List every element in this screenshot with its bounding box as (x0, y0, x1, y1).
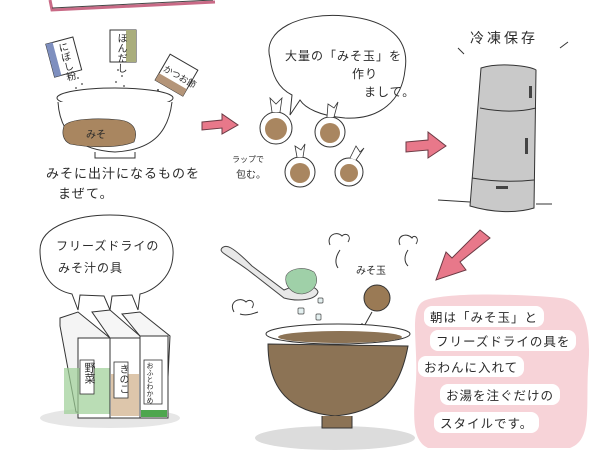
step4-bubble-line1: フリーズドライの (56, 239, 160, 253)
note-line-2: フリーズドライの具を (430, 330, 577, 351)
wrap-note-line1: ラップで (232, 155, 264, 164)
speech-bubble-freeze-dried (39, 214, 174, 312)
arrow-down-left-icon (435, 229, 491, 281)
soup-bowl-icon (255, 323, 415, 450)
misoball-label: みそ玉 (356, 266, 386, 277)
vegetable-box-icon (59, 311, 111, 419)
note-line-1: 朝は「みそ玉」と (424, 306, 545, 327)
wrapped-misoballs (259, 96, 365, 188)
wrapped-misoball-icon (259, 96, 293, 145)
freezer-icon (437, 64, 552, 213)
top-frame (48, 0, 216, 12)
katsuobushi-packet-icon (154, 53, 199, 97)
note-line-4: お湯を注ぐだけの (440, 384, 561, 405)
mushroom-box-icon (91, 309, 141, 419)
spoon-icon (220, 245, 319, 301)
misoball-icon (361, 284, 391, 331)
miso-label: みそ (86, 130, 106, 141)
speech-bubble-misoball (268, 14, 407, 119)
steam-icon (232, 233, 418, 316)
step4-bubble-line2: みそ汁の具 (58, 261, 124, 275)
note-line-3: おわんに入れて (418, 356, 525, 377)
mixing-bowl-icon (56, 87, 174, 159)
wrapped-misoball-icon (334, 145, 365, 187)
step2-bubble-line2: 作り (352, 67, 379, 81)
box-label-fu-wakame: おふとわかめ (146, 362, 154, 404)
wrapped-misoball-icon (284, 143, 316, 188)
step2-bubble-line1: 大量の「みそ玉」を (285, 49, 403, 63)
arrow-right-icon (201, 113, 239, 135)
step1-caption-line2: まぜて。 (58, 187, 114, 202)
step2-bubble-line3: まして。 (364, 85, 416, 99)
arrow-right-icon (405, 130, 447, 159)
freeze-dried-boxes (40, 309, 180, 428)
box-label-mushroom: きのこ (117, 364, 128, 394)
niboshi-packet-icon (45, 36, 83, 78)
freeze-dried-pieces (297, 297, 324, 321)
wrap-note-line2: 包む。 (236, 170, 266, 181)
wrapped-misoball-icon (314, 101, 346, 148)
step1-caption-line1: みそに出汁になるものを (46, 167, 201, 182)
hondashi-packet-icon (109, 29, 137, 63)
box-label-vegetable: 野菜 (83, 362, 96, 384)
note-line-5: スタイルです。 (434, 412, 540, 433)
freezer-title: 冷凍保存 (470, 31, 538, 47)
freezer-title-marks (457, 41, 569, 55)
fu-wakame-box-icon (121, 311, 171, 419)
packet-label-hondashi: ほんだし (115, 33, 126, 73)
